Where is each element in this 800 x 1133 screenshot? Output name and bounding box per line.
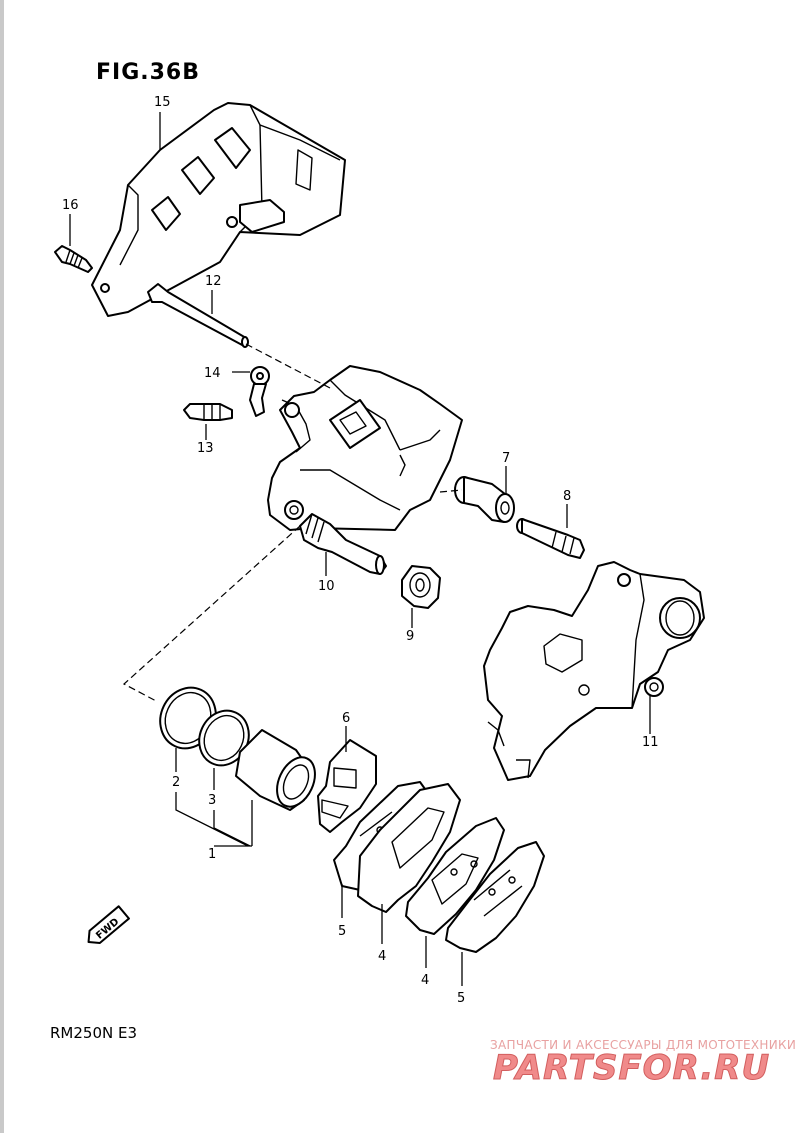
- leader-lines: [69, 112, 651, 986]
- callout-14: 14: [204, 366, 221, 381]
- callout-6: 6: [342, 711, 350, 726]
- callout-16: 16: [62, 198, 79, 213]
- callout-12: 12: [205, 274, 222, 289]
- page-left-edge: [0, 0, 4, 1133]
- caliper-piston-part[interactable]: [235, 729, 322, 813]
- caliper-body-part[interactable]: [267, 365, 463, 531]
- callout-labels: 15 16 12 14 13 7 8 10 9 11 6 2 3 1 5 4 4…: [62, 95, 659, 1006]
- callout-4-front: 4: [378, 949, 386, 964]
- callout-2: 2: [172, 775, 180, 790]
- callout-13: 13: [197, 441, 214, 456]
- callout-8: 8: [563, 489, 571, 504]
- callout-10: 10: [318, 579, 335, 594]
- callout-11: 11: [642, 735, 659, 750]
- callout-9: 9: [406, 629, 414, 644]
- brake-pad-front-part[interactable]: [357, 783, 461, 913]
- pad-shim-part[interactable]: [317, 739, 377, 833]
- watermark-logo: PARTSFOR.RU: [492, 1048, 771, 1089]
- fwd-direction-tag: FWD: [87, 905, 130, 944]
- watermark-subtitle: ЗАПЧАСТИ И АКСЕССУАРЫ ДЛЯ МОТОТЕХНИКИ: [490, 1038, 797, 1052]
- slide-sleeve-part[interactable]: [454, 476, 515, 523]
- caliper-guard-part[interactable]: [91, 102, 346, 317]
- dust-boot-part[interactable]: [401, 565, 441, 609]
- caliper-slide-pin-part[interactable]: [299, 513, 387, 575]
- bleeder-valve-part[interactable]: [183, 403, 233, 421]
- pad-shim-rear-part[interactable]: [445, 841, 545, 953]
- caliper-bracket-part[interactable]: [483, 561, 705, 781]
- bleeder-cap-part[interactable]: [249, 366, 270, 417]
- model-code: RM250N E3: [50, 1024, 138, 1042]
- slide-pin-bolt-part[interactable]: [516, 518, 585, 559]
- callout-7: 7: [502, 451, 510, 466]
- figure-title: FIG.36B: [96, 60, 201, 85]
- callout-5-front: 5: [338, 924, 346, 939]
- callout-5-rear: 5: [457, 991, 465, 1006]
- callout-1: 1: [208, 847, 216, 862]
- pad-pin-part[interactable]: [147, 283, 249, 348]
- guard-bolt-part[interactable]: [54, 245, 93, 273]
- callout-3: 3: [208, 793, 216, 808]
- brake-pad-rear-part[interactable]: [405, 817, 505, 935]
- callout-4-rear: 4: [421, 973, 429, 988]
- callout-15: 15: [154, 95, 171, 110]
